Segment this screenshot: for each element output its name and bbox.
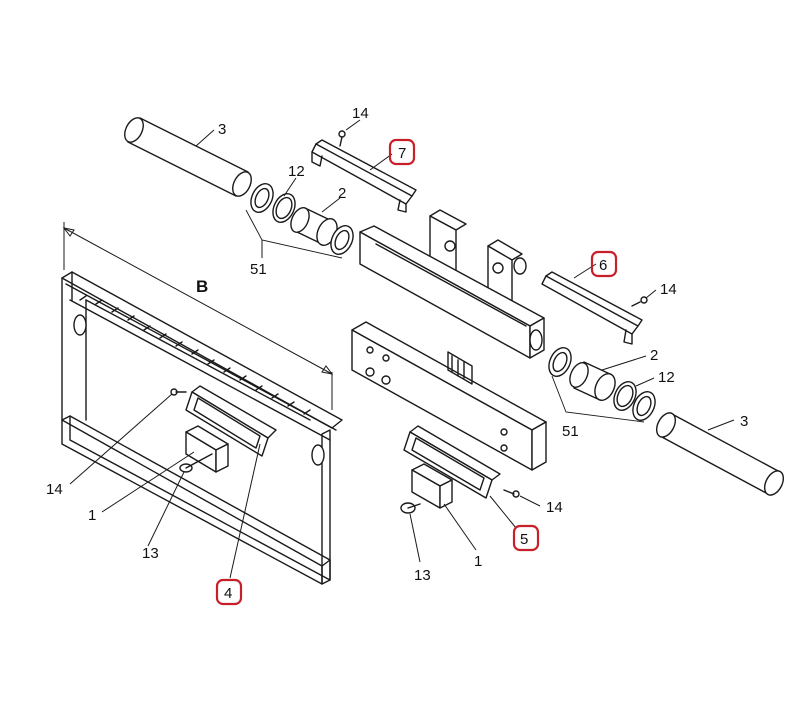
callout-b: B (196, 277, 208, 296)
block-part-1-left (185, 425, 229, 473)
callout-3-top: 3 (218, 121, 226, 138)
callout-14-right: 14 (660, 281, 677, 298)
highlight-5 (512, 524, 540, 552)
callout-5: 5 (520, 531, 528, 548)
wear-pad-part-5 (403, 425, 501, 499)
callout-51-top: 51 (250, 261, 267, 278)
block-part-1-mid (411, 463, 453, 509)
callout-14-top: 14 (352, 105, 369, 122)
seal-set-right (548, 347, 656, 421)
callout-6: 6 (599, 257, 607, 274)
screw-part-14-mid (503, 489, 520, 498)
rail-part-7 (311, 130, 417, 213)
wear-pad-part-4 (185, 385, 277, 457)
seal-set-top (250, 183, 354, 255)
left-frame (61, 271, 343, 585)
callout-12-right: 12 (658, 369, 675, 386)
callout-1-left: 1 (88, 507, 96, 524)
callout-13-mid: 13 (414, 567, 431, 584)
callout-3-right: 3 (740, 413, 748, 430)
callout-2-right: 2 (650, 347, 658, 364)
shaft-right (655, 412, 785, 496)
callout-labels: 3 14 7 12 2 51 B 6 14 2 12 51 3 14 1 13 … (46, 105, 748, 602)
highlight-7 (388, 138, 416, 166)
callout-12-top: 12 (288, 163, 305, 180)
callout-4: 4 (224, 585, 232, 602)
highlight-4 (215, 578, 243, 606)
dimension-b (62, 222, 334, 410)
callout-14-mid: 14 (546, 499, 563, 516)
callout-14-left: 14 (46, 481, 63, 498)
callout-51-right: 51 (562, 423, 579, 440)
callout-7: 7 (398, 145, 406, 162)
rail-part-6 (541, 271, 648, 345)
shaft-top-left (124, 117, 252, 197)
callout-13-left: 13 (142, 545, 159, 562)
bolt-part-13-mid (400, 502, 421, 514)
center-carriage (351, 209, 547, 471)
bolt-part-13-left (179, 453, 213, 473)
highlight-6 (590, 250, 618, 278)
highlight-boxes (215, 138, 618, 606)
leader-lines (69, 119, 735, 579)
screw-part-14-left (170, 388, 187, 396)
callout-2-top: 2 (338, 185, 346, 202)
callout-1-mid: 1 (474, 553, 482, 570)
